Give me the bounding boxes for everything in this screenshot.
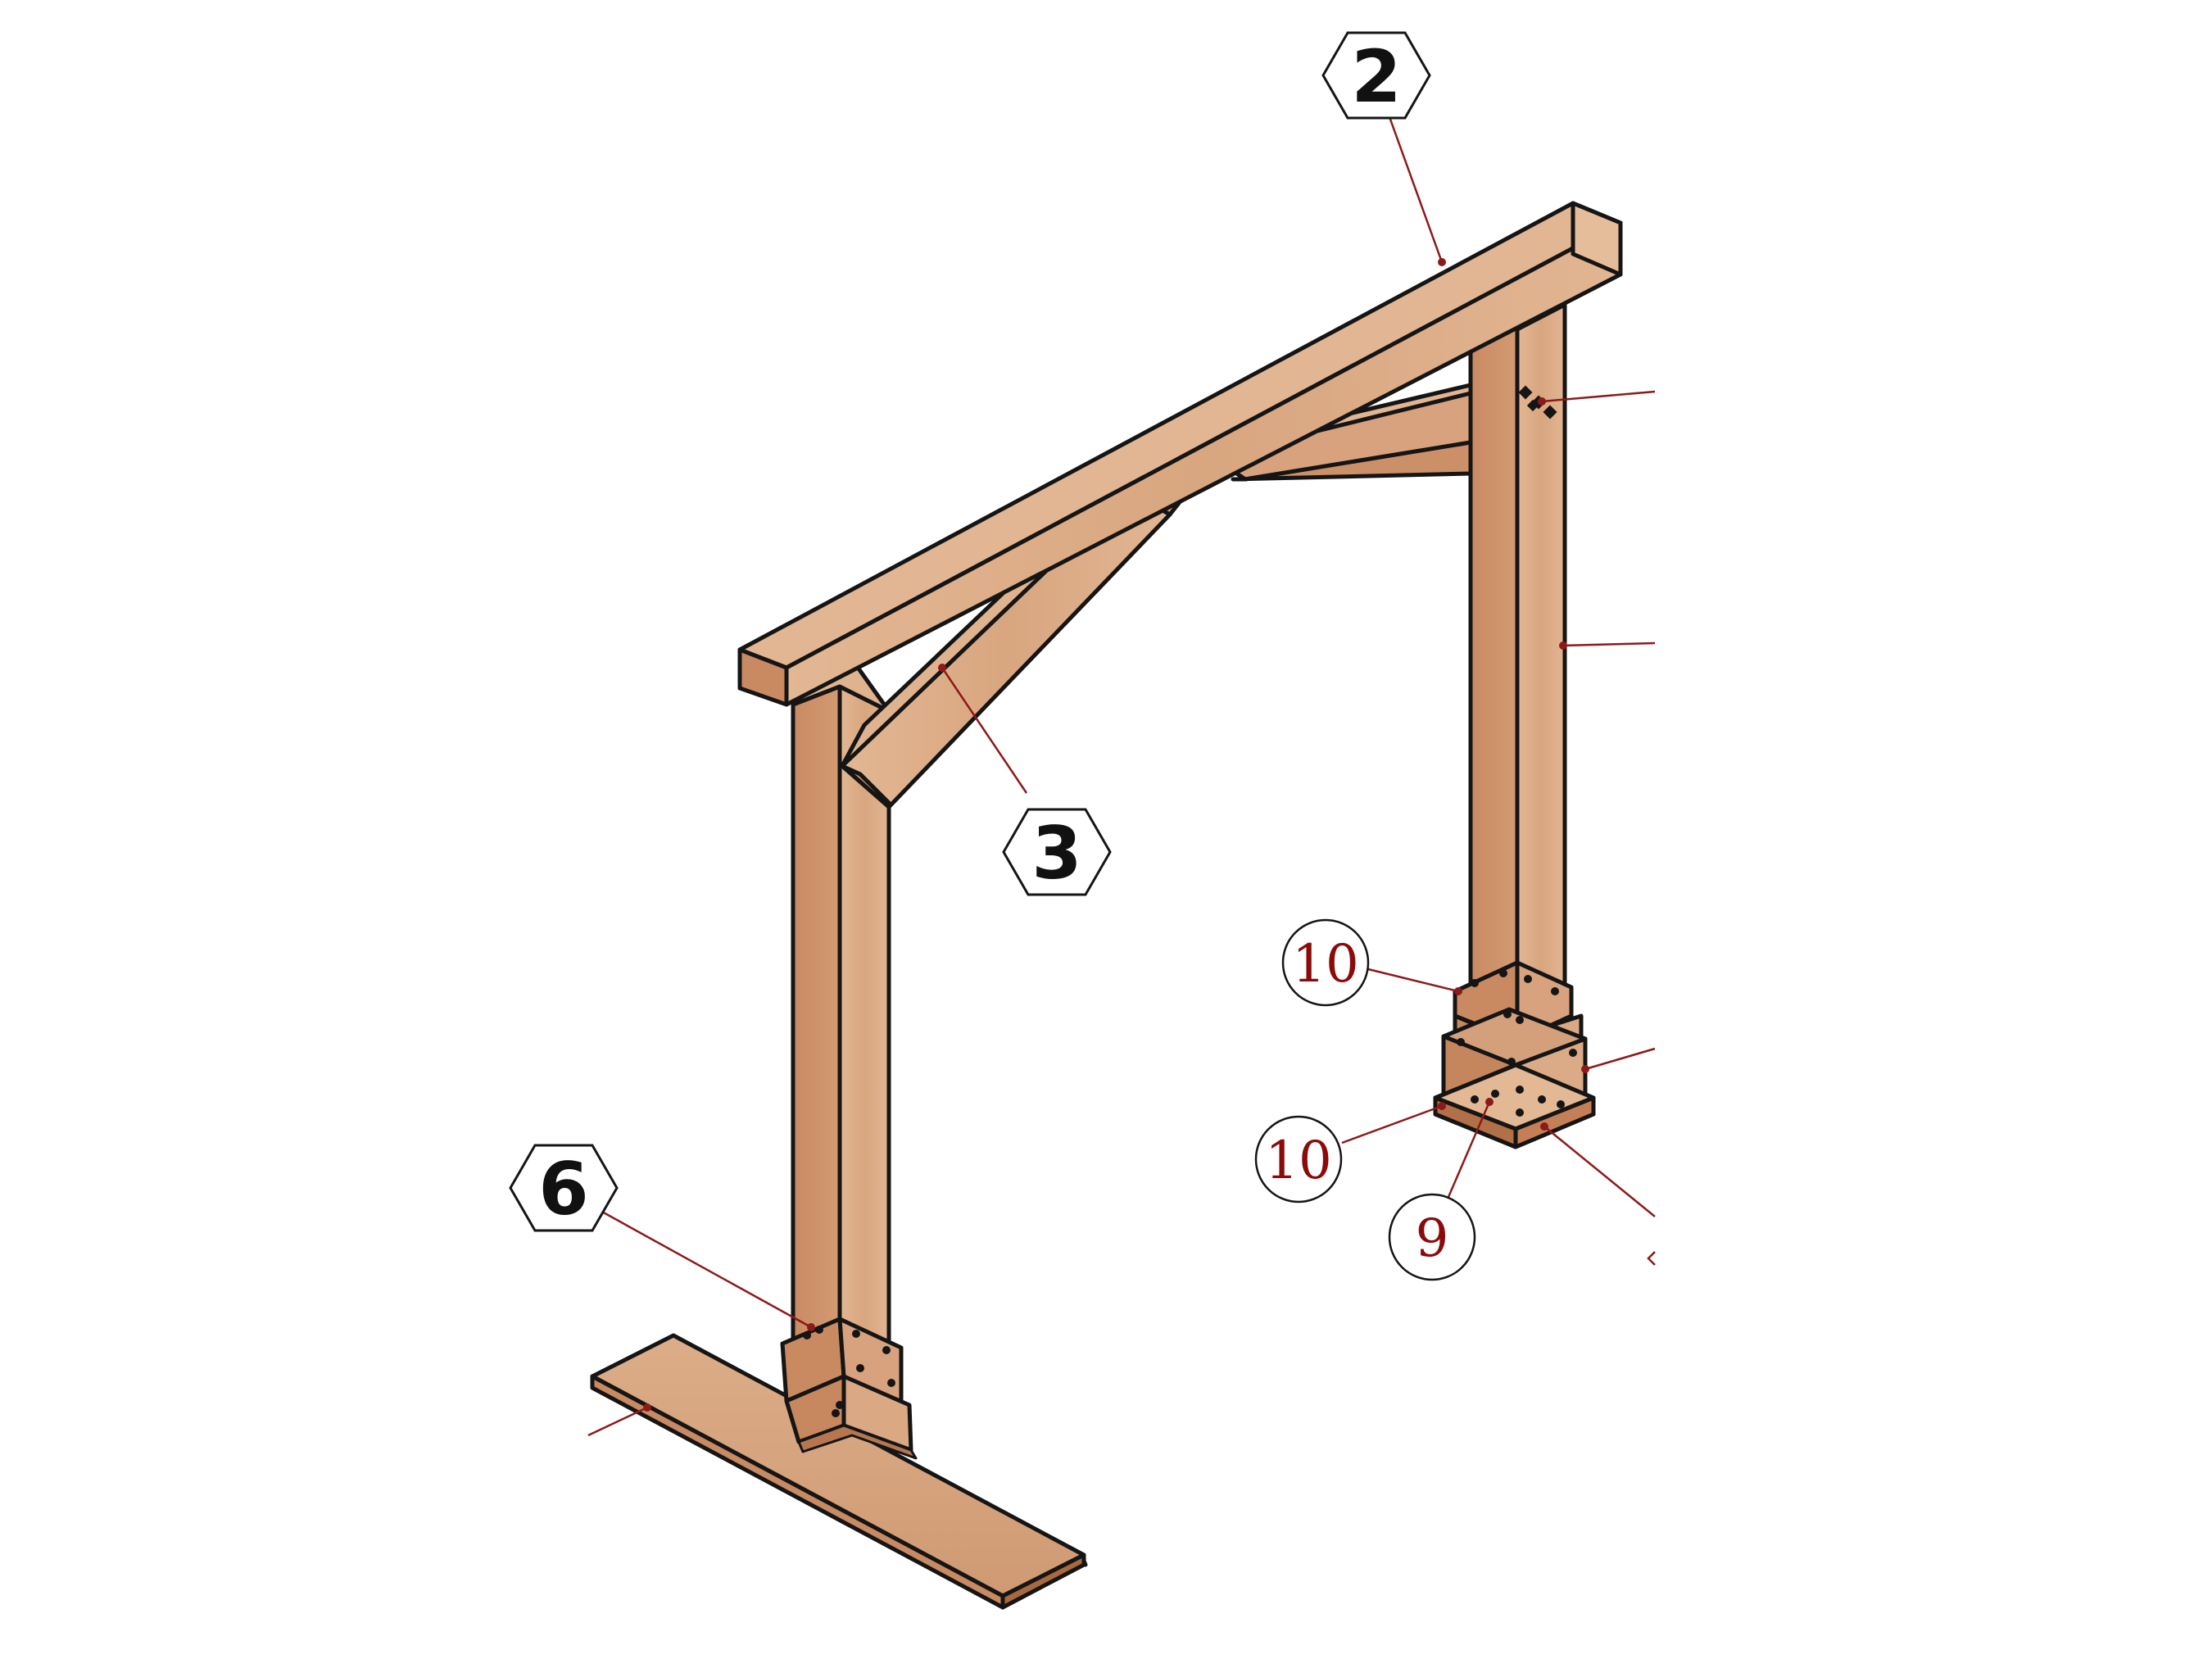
callout-bracket-lower: 10 bbox=[1254, 1115, 1343, 1203]
callout-bracket-upper: 10 bbox=[1281, 918, 1370, 1007]
leader-lines bbox=[587, 114, 1656, 1437]
callout-post-base: 6 bbox=[509, 1144, 619, 1232]
callout-beam: 2 bbox=[1321, 31, 1431, 120]
callout-brace-label: 3 bbox=[1031, 811, 1081, 895]
right-post-bracket bbox=[1433, 960, 1596, 1149]
callout-base-plate-label: 9 bbox=[1416, 1208, 1449, 1269]
callout-bracket-lower-label: 10 bbox=[1265, 1131, 1331, 1191]
top-beam bbox=[737, 201, 1623, 707]
left-post-bracket bbox=[780, 1317, 918, 1460]
callout-bracket-upper-label: 10 bbox=[1292, 934, 1358, 995]
foot-board bbox=[590, 1333, 1088, 1610]
callout-base-plate: 9 bbox=[1388, 1193, 1476, 1281]
callout-beam-label: 2 bbox=[1351, 34, 1401, 119]
callout-brace: 3 bbox=[1002, 808, 1112, 896]
right-post bbox=[1468, 280, 1567, 990]
callout-post-base-label: 6 bbox=[538, 1147, 588, 1231]
